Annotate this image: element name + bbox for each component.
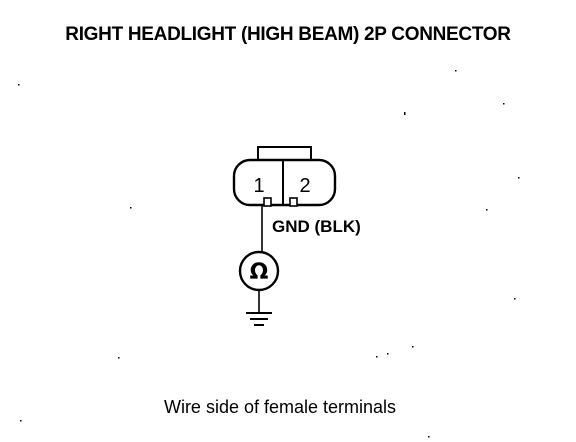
scan-specks bbox=[18, 33, 520, 438]
pin-1-terminal bbox=[263, 197, 272, 207]
pin-2-label: 2 bbox=[299, 175, 310, 197]
connector-body bbox=[232, 158, 337, 207]
ohm-symbol: Ω bbox=[250, 260, 269, 285]
diagram-caption: Wire side of female terminals bbox=[163, 397, 397, 417]
wire-label: GND (BLK) bbox=[272, 217, 361, 236]
pin-2-terminal bbox=[289, 197, 298, 207]
ground-symbol-icon bbox=[246, 312, 272, 326]
pin-1-label: 1 bbox=[253, 175, 264, 197]
diagram-title: RIGHT HEADLIGHT (HIGH BEAM) 2P CONNECTOR bbox=[65, 24, 511, 45]
ohmmeter-icon: Ω bbox=[238, 250, 280, 292]
